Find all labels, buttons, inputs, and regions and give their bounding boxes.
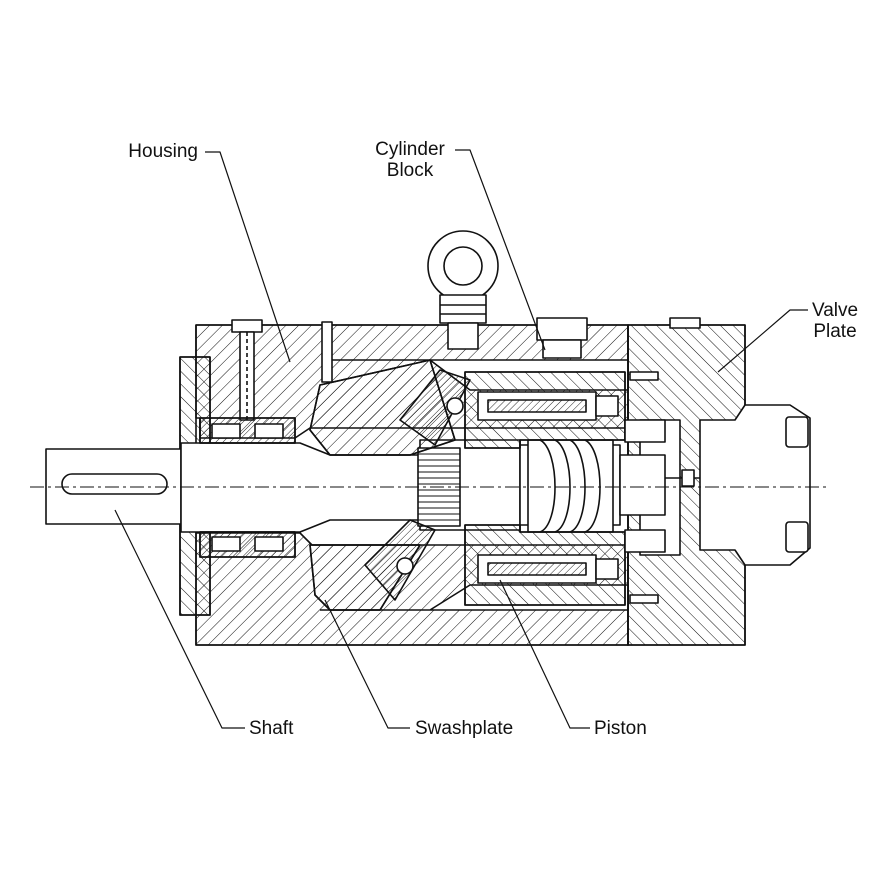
top-plug [536, 317, 588, 359]
piston-lower [477, 554, 619, 584]
piston-label: Piston [594, 718, 647, 739]
front-bearing [199, 417, 296, 558]
top-bolt [231, 319, 333, 421]
shaft-leader [114, 509, 245, 729]
swashplate-label: Swashplate [415, 718, 514, 739]
housing-leader [205, 151, 291, 363]
piston-upper [477, 391, 619, 421]
valve-plate-label: Valve Plate [800, 300, 870, 342]
cylinder-block-label-line2: Block [386, 160, 434, 181]
shaft-label: Shaft [249, 718, 294, 739]
cylinder-block-leader [455, 149, 546, 351]
leader-lines [114, 149, 808, 729]
dowel-pins [624, 371, 666, 604]
swashplate-leader [324, 599, 410, 729]
swashplate-body [309, 359, 471, 611]
cylinder-block-label: Cylinder Block [360, 139, 460, 181]
valve-plate-leader [717, 309, 808, 373]
lifting-eye [427, 230, 499, 350]
piston-leader [499, 579, 590, 729]
valve-plate-label-line1: Valve [811, 300, 859, 321]
housing-label: Housing [128, 141, 198, 162]
port-block [660, 404, 811, 566]
valve-plate-label-line2: Plate [813, 321, 857, 342]
spring [527, 439, 614, 533]
cylinder-block-label-line1: Cylinder [375, 139, 445, 160]
